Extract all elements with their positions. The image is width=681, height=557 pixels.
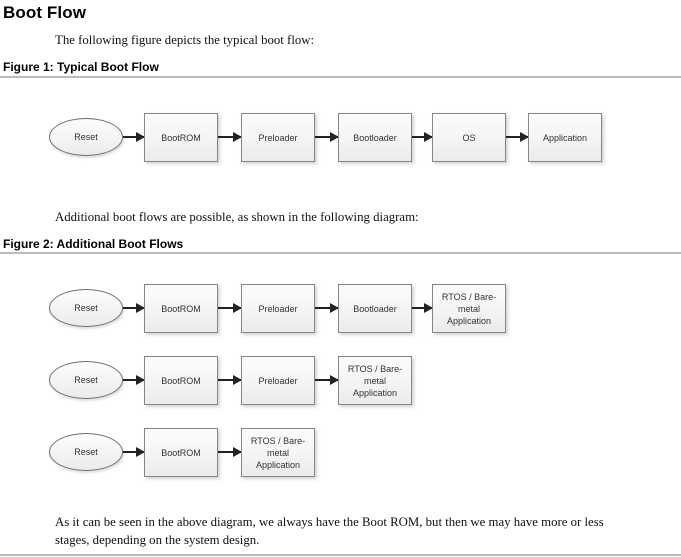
- flow-arrow-connector: [218, 132, 242, 142]
- flow-arrow-connector: [412, 303, 433, 313]
- intro-paragraph: The following figure depicts the typical…: [55, 33, 315, 47]
- flow-arrow-connector: [506, 132, 529, 142]
- flow-node-reset: Reset: [49, 361, 123, 399]
- figure2-caption: Figure 2: Additional Boot Flows: [3, 237, 184, 251]
- closing-paragraph: As it can be seen in the above diagram, …: [55, 515, 604, 547]
- flow-arrow-connector: [315, 132, 339, 142]
- figure1-caption: Figure 1: Typical Boot Flow: [3, 60, 159, 74]
- flow-node-rtos-baremetal-application: RTOS / Bare- metal Application: [241, 428, 315, 477]
- flow-arrow-connector: [315, 303, 339, 313]
- flow-node-reset: Reset: [49, 289, 123, 327]
- flow-node-preloader: Preloader: [241, 356, 315, 405]
- flow-node-bootrom: BootROM: [144, 284, 218, 333]
- page-title: Boot Flow: [3, 3, 87, 22]
- flow-arrow-connector: [123, 303, 145, 313]
- figure2-diagram: Reset BootROM Preloader Bootloader RTOS …: [0, 253, 681, 503]
- flow-node-application: Application: [528, 113, 602, 162]
- flow-node-preloader: Preloader: [241, 284, 315, 333]
- page-bottom-divider: [0, 554, 681, 556]
- flow-node-bootloader: Bootloader: [338, 113, 412, 162]
- flow-node-preloader: Preloader: [241, 113, 315, 162]
- flow-arrow-connector: [218, 447, 242, 457]
- flow-node-rtos-baremetal-application: RTOS / Bare- metal Application: [338, 356, 412, 405]
- middle-paragraph: Additional boot flows are possible, as s…: [55, 210, 419, 224]
- flow-node-bootrom: BootROM: [144, 428, 218, 477]
- flow-arrow-connector: [315, 375, 339, 385]
- flow-arrow-connector: [218, 375, 242, 385]
- flow-node-rtos-baremetal-application: RTOS / Bare- metal Application: [432, 284, 506, 333]
- figure1-divider: [0, 76, 681, 78]
- flow-arrow-connector: [123, 132, 145, 142]
- flow-arrow-connector: [218, 303, 242, 313]
- flow-node-reset: Reset: [49, 118, 123, 156]
- figure1-diagram: Reset BootROM Preloader Bootloader OS Ap…: [0, 78, 681, 206]
- flow-arrow-connector: [123, 375, 145, 385]
- flow-node-os: OS: [432, 113, 506, 162]
- flow-node-bootloader: Bootloader: [338, 284, 412, 333]
- figure2-divider: [0, 252, 681, 254]
- flow-arrow-connector: [412, 132, 433, 142]
- flow-arrow-connector: [123, 447, 145, 457]
- flow-node-reset: Reset: [49, 433, 123, 471]
- flow-node-bootrom: BootROM: [144, 356, 218, 405]
- flow-node-bootrom: BootROM: [144, 113, 218, 162]
